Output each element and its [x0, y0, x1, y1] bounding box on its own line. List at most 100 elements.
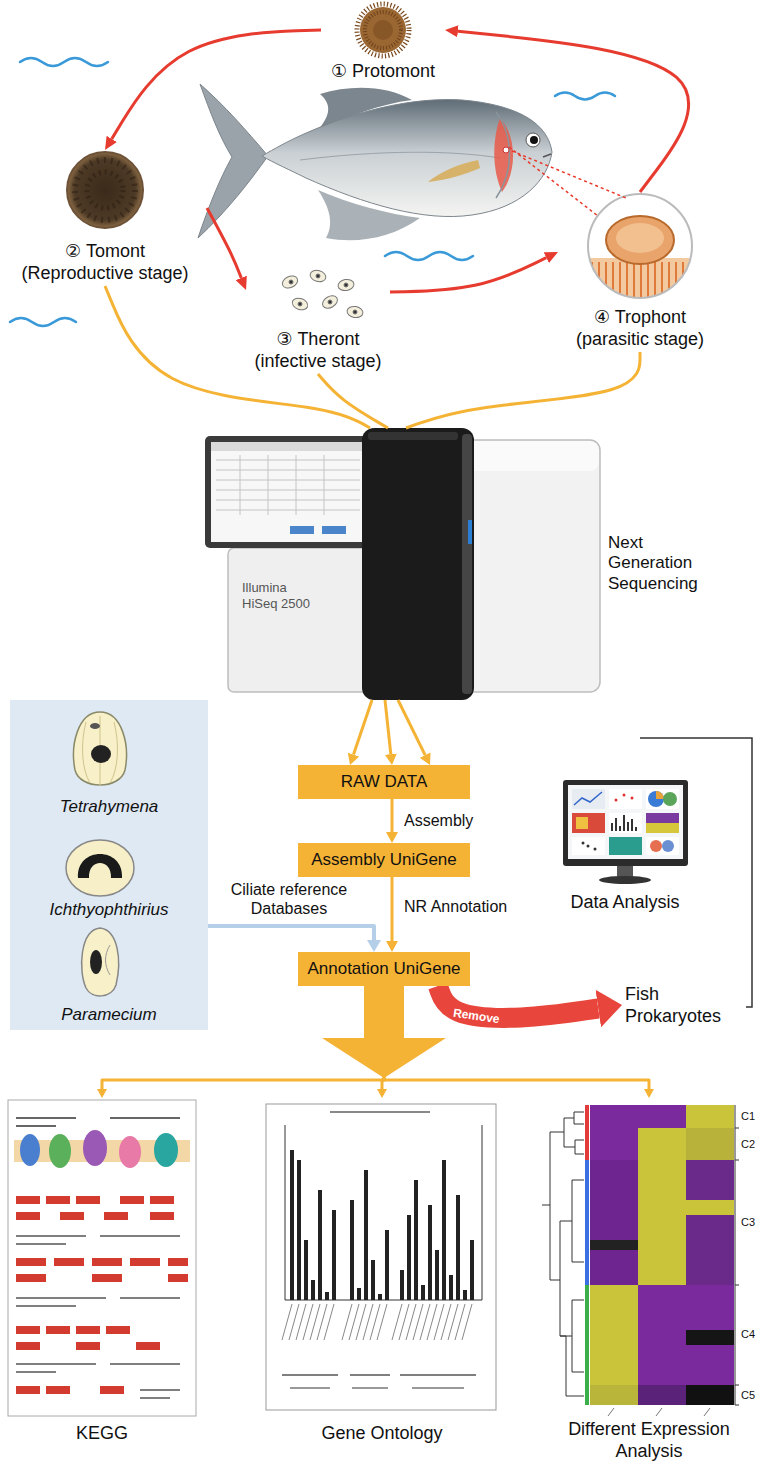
- kegg-map: [83, 1130, 107, 1166]
- kegg-map: [8, 1100, 196, 1416]
- life-stage: ④ Trophont(parasitic stage): [558, 192, 722, 350]
- go-chart: [266, 1104, 496, 1410]
- box-label: RAW DATA: [307, 772, 461, 792]
- heatmap: [686, 1330, 734, 1345]
- fish: [526, 133, 540, 147]
- edge-label: Remove: [452, 1006, 500, 1027]
- life-stage: ② Tomont(Reproductive stage): [3, 150, 207, 284]
- ichthyophthirius-cell: [66, 840, 134, 896]
- bracket: [640, 738, 752, 1007]
- machine-brand: Illumina HiSeq 2500: [242, 580, 324, 611]
- removed-label: Fish Prokaryotes: [625, 983, 740, 1027]
- analysis-monitor: [599, 876, 651, 884]
- heatmap: [638, 1128, 686, 1160]
- theront-cells: [353, 310, 357, 314]
- protomont-cell: [357, 4, 409, 56]
- analysis-monitor: [574, 792, 602, 805]
- tomont-cyst: [75, 160, 135, 220]
- analysis-monitor: [646, 823, 679, 833]
- analysis-monitor: [572, 789, 605, 809]
- kegg-map: [8, 1100, 196, 1416]
- kegg-map: [154, 1133, 178, 1167]
- analysis-monitor: [582, 842, 585, 845]
- zoom-leader: [509, 147, 626, 216]
- result-figure: Gene Ontology: [262, 1098, 502, 1444]
- tetrahymena-cell: [90, 723, 100, 729]
- protomont-cell: [357, 4, 409, 56]
- heatmap: [590, 1160, 638, 1285]
- stage-label: ① Protomont: [321, 60, 445, 82]
- fish: [503, 147, 509, 153]
- analysis-monitor: [631, 797, 634, 800]
- heatmap: [585, 1285, 589, 1405]
- analysis-monitor: [648, 791, 664, 807]
- theront-cells: [291, 296, 310, 312]
- analysis-monitor: [576, 817, 588, 829]
- machine-label: Next Generation Sequencing: [608, 533, 726, 594]
- fish: [496, 112, 510, 198]
- life-cycle-arrow: [458, 31, 689, 192]
- heatmap: [585, 1160, 589, 1285]
- trophont-inset: [606, 216, 674, 264]
- figure-caption: Gene Ontology: [262, 1422, 502, 1444]
- sequencer-machine: [211, 442, 367, 451]
- heatmap: [542, 1105, 739, 1416]
- trophont-inset: [586, 194, 696, 302]
- trophont-inset: [616, 223, 664, 253]
- data-arrow: [354, 700, 372, 755]
- go-chart: [285, 1125, 482, 1300]
- theront-cells: [289, 280, 293, 284]
- paramecium-cell: [90, 950, 102, 974]
- analysis-monitor: [609, 813, 642, 833]
- life-stage: ③ Theront(infective stage): [246, 262, 390, 372]
- tetrahymena-cell: [74, 712, 127, 785]
- sequencer-machine: [205, 428, 600, 700]
- species-name: Paramecium: [61, 1005, 156, 1025]
- life-cycle-arrow: [390, 258, 546, 292]
- heatmap: [686, 1160, 734, 1285]
- theront-cells: [337, 278, 355, 292]
- theront-cells: [316, 274, 320, 278]
- sequencer-machine: [290, 526, 314, 534]
- go-chart: [266, 1104, 496, 1410]
- result-figure: Different Expression Analysis: [535, 1098, 763, 1462]
- heatmap: [585, 1105, 589, 1160]
- edge-label: Ciliate reference Databases: [214, 880, 364, 918]
- analysis-monitor: [650, 840, 662, 852]
- heatmap: [542, 1112, 584, 1396]
- species-name: Ichthyophthirius: [49, 900, 168, 920]
- life-stage: ① Protomont: [321, 0, 445, 82]
- sequencer-machine: [362, 428, 474, 700]
- analysis-monitor: [656, 791, 664, 799]
- protomont-cell: [360, 7, 406, 53]
- tetrahymena-cell: [83, 716, 118, 786]
- analysis-monitor: [663, 792, 677, 806]
- go-chart: [292, 1150, 472, 1300]
- trophont-inset: [586, 216, 696, 302]
- paramecium-cell: [106, 945, 111, 975]
- sample-line: [318, 374, 388, 428]
- analysis-monitor: [587, 845, 590, 848]
- heatmap: [590, 1105, 638, 1128]
- tetrahymena-cell: [91, 745, 111, 763]
- sequencer-machine: [205, 436, 373, 548]
- heatmap: [590, 1385, 638, 1405]
- life-cycle-arrow: [112, 30, 321, 139]
- kegg-map: [16, 1200, 188, 1390]
- figure-caption: Data Analysis: [553, 891, 697, 913]
- analysis-monitor: [609, 837, 642, 855]
- kegg-map: [49, 1134, 71, 1168]
- stage-note: (parasitic stage): [558, 328, 722, 350]
- fish: [543, 154, 551, 157]
- stage-note: (Reproductive stage): [3, 262, 207, 284]
- analysis-monitor: [646, 813, 679, 833]
- fish: [428, 160, 480, 182]
- result-figure: KEGG: [5, 1098, 200, 1444]
- analysis-monitor: Data Analysis: [553, 775, 697, 913]
- box-label: Assembly UniGene: [307, 850, 461, 870]
- tetrahymena-cell: [74, 712, 127, 786]
- tomont-cyst: [67, 152, 143, 228]
- cluster-label: C5: [741, 1389, 755, 1402]
- kegg-map: [119, 1136, 141, 1168]
